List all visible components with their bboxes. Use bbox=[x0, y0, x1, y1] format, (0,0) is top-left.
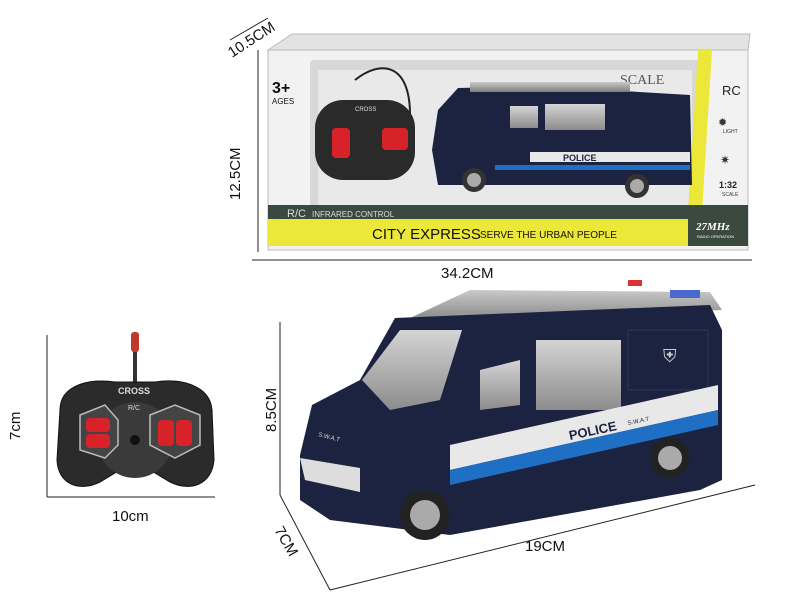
van-hood-text: S.W.A.T bbox=[317, 432, 340, 444]
remote-control: CROSS R/C bbox=[56, 332, 215, 487]
sparkle-icon: ✷ bbox=[720, 153, 730, 167]
van-length-label: 19CM bbox=[525, 538, 565, 555]
light-label: LIGHT bbox=[723, 129, 738, 135]
age-label: AGES bbox=[272, 97, 294, 106]
control-type: INFRARED CONTROL bbox=[312, 210, 395, 219]
police-van: POLICE S.W.A.T S.W.A.T ⛨ bbox=[300, 280, 722, 540]
van-livery-sub: S.W.A.T bbox=[627, 416, 650, 427]
remote-label: R/C bbox=[128, 405, 140, 412]
light-icon: ✹ bbox=[718, 117, 727, 129]
box-slogan: SERVE THE URBAN PEOPLE bbox=[480, 230, 617, 241]
rc-strip-label: R/C bbox=[287, 208, 306, 220]
box-width-label: 34.2CM bbox=[441, 265, 494, 282]
rc-badge: RC bbox=[722, 83, 741, 98]
boxed-remote: CROSS bbox=[315, 67, 415, 180]
scale-watermark: SCALE bbox=[620, 73, 664, 88]
package-box: 3+ AGES SCALE RC LIGHT ✹ ✷ 1:32 SCALE R/… bbox=[266, 33, 751, 251]
boxed-remote-brand: CROSS bbox=[355, 107, 376, 113]
dimension-lines bbox=[46, 17, 756, 591]
van-height-label: 8.5CM bbox=[263, 388, 280, 432]
frequency: 27MHz bbox=[695, 221, 730, 233]
remote-brand: CROSS bbox=[118, 386, 150, 396]
boxed-van: POLICE bbox=[432, 82, 692, 198]
box-height-label: 12.5CM bbox=[227, 147, 244, 200]
remote-height-label: 7cm bbox=[7, 412, 24, 440]
remote-width-label: 10cm bbox=[112, 508, 149, 525]
scale-label: SCALE bbox=[722, 192, 739, 198]
box-title: CITY EXPRESS bbox=[372, 226, 481, 243]
boxed-van-livery: POLICE bbox=[563, 153, 597, 163]
police-badge-icon: ⛨ bbox=[663, 346, 677, 366]
scale-value: 1:32 bbox=[719, 180, 737, 190]
van-depth-label: 7CM bbox=[271, 524, 302, 560]
frequency-sub: RADIO OPERATION bbox=[697, 234, 734, 239]
age-badge: 3+ bbox=[272, 80, 290, 97]
